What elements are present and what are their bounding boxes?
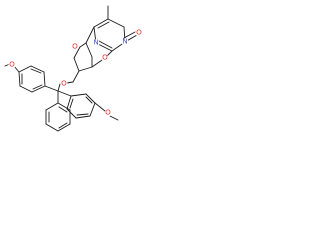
atom-n-base-3-label: N xyxy=(122,39,127,46)
phenyl-ring xyxy=(45,102,71,132)
atom-o-methoxy-left: O xyxy=(8,61,16,69)
atom-o-methoxy-right-label: O xyxy=(105,110,111,117)
right-anisyl-ring xyxy=(66,93,119,121)
trityl-core xyxy=(44,83,72,104)
atom-o-anhydro-label: O xyxy=(102,55,108,62)
atom-o-anhydro: O xyxy=(101,54,109,62)
atom-n-base-1-label: N xyxy=(93,40,98,47)
atom-o-carbonyl: O xyxy=(135,29,143,37)
bond-layer xyxy=(4,5,138,132)
atom-label-layer: O O O O N N O O xyxy=(8,29,143,117)
atom-o-methoxy-right: O xyxy=(104,109,112,117)
pyrimidine-ring xyxy=(93,5,138,52)
atom-o-methoxy-left-label: O xyxy=(9,62,15,69)
atom-o-ring-bridge: O xyxy=(71,43,79,51)
atom-o-5prime-label: O xyxy=(61,81,67,88)
atom-o-ring-bridge-label: O xyxy=(72,44,78,51)
sugar-ring xyxy=(66,26,113,84)
atom-o-carbonyl-label: O xyxy=(136,30,142,37)
chemical-structure-diagram: O O O O N N O O xyxy=(4,5,143,132)
atom-n-base-1: N xyxy=(92,39,100,47)
atom-n-base-3: N xyxy=(121,38,129,46)
atom-o-5prime: O xyxy=(60,80,68,88)
